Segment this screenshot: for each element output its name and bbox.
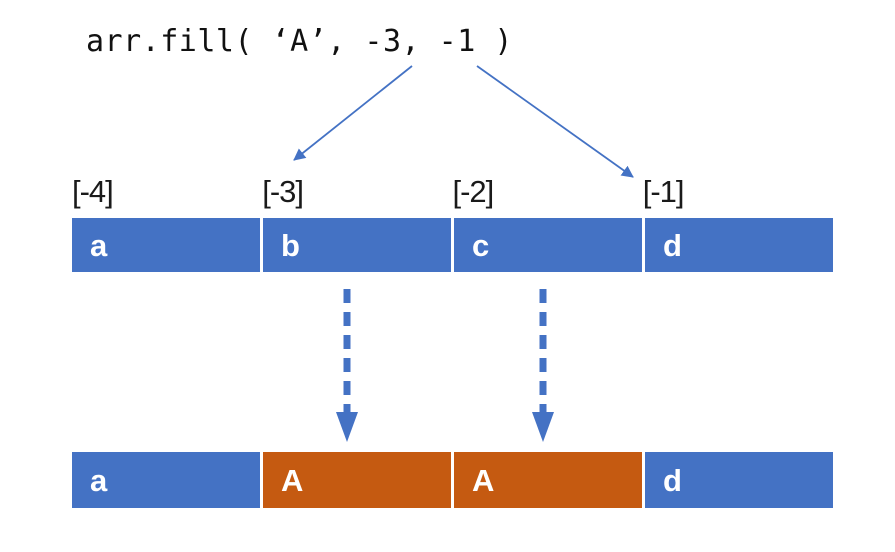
cell-label: c xyxy=(472,227,490,263)
array-cell-filled: A xyxy=(454,452,642,508)
index-label-neg4: [-4] xyxy=(72,174,114,209)
dashed-arrow-left xyxy=(336,289,358,442)
array-after-fill: a A A d xyxy=(72,452,833,508)
cell-label: a xyxy=(90,462,108,498)
array-cell: c xyxy=(454,218,642,272)
dashed-arrow-right xyxy=(532,289,554,442)
index-label-neg2: [-2] xyxy=(452,174,495,209)
cell-label: A xyxy=(281,462,304,498)
index-label-neg1: [-1] xyxy=(642,174,685,209)
arrow-end-index xyxy=(476,65,634,178)
cell-label: b xyxy=(281,227,300,263)
array-cell: a xyxy=(72,452,260,508)
code-text: arr.fill( ‘A’, -3, -1 ) xyxy=(86,24,513,59)
array-before-fill: a b c d xyxy=(72,218,833,272)
array-cell-filled: A xyxy=(263,452,451,508)
array-cell: d xyxy=(645,218,833,272)
array-cell: d xyxy=(645,452,833,508)
array-cell: a xyxy=(72,218,260,272)
cell-label: d xyxy=(663,227,682,263)
index-labels-row: [-4] [-3] [-2] [-1] xyxy=(72,174,833,210)
cell-label: d xyxy=(663,462,682,498)
index-label-neg3: [-3] xyxy=(262,174,304,209)
cell-label: A xyxy=(472,462,495,498)
array-cell: b xyxy=(263,218,451,272)
cell-label: a xyxy=(90,227,108,263)
arrow-start-index xyxy=(293,65,413,161)
